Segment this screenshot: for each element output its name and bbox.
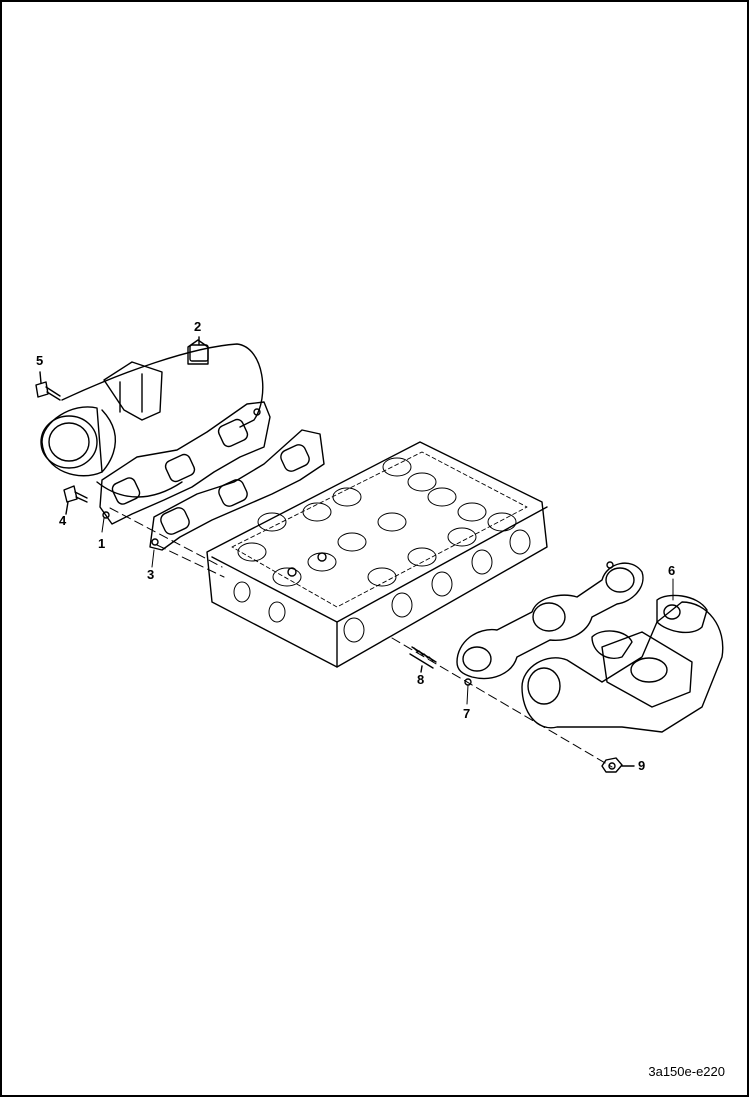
exhaust-manifold-6 [521,594,724,733]
exhaust-gasket-7 [456,561,644,686]
callout-9: 9 [638,758,646,773]
callout-7: 7 [463,706,471,721]
manifold-flange-1 [99,401,271,525]
part-2-fitting [189,336,209,362]
callout-4: 4 [59,513,67,528]
cylinder-head [206,441,548,668]
callout-3: 3 [147,567,155,582]
part-5-bolt [35,371,61,401]
callout-5: 5 [36,353,44,368]
drawing-id: 3a150e-e220 [648,1064,725,1079]
callout-1: 1 [98,536,106,551]
callout-6: 6 [668,563,676,578]
leader-lines [101,517,674,705]
part-4-bolt [63,485,88,515]
gasket-3 [149,429,325,551]
part-8-stud [409,646,437,673]
callout-8: 8 [417,672,425,687]
part-9-nut [601,757,635,773]
assembly-lines [109,507,613,768]
callout-2: 2 [194,319,202,334]
intake-manifold [40,339,264,498]
